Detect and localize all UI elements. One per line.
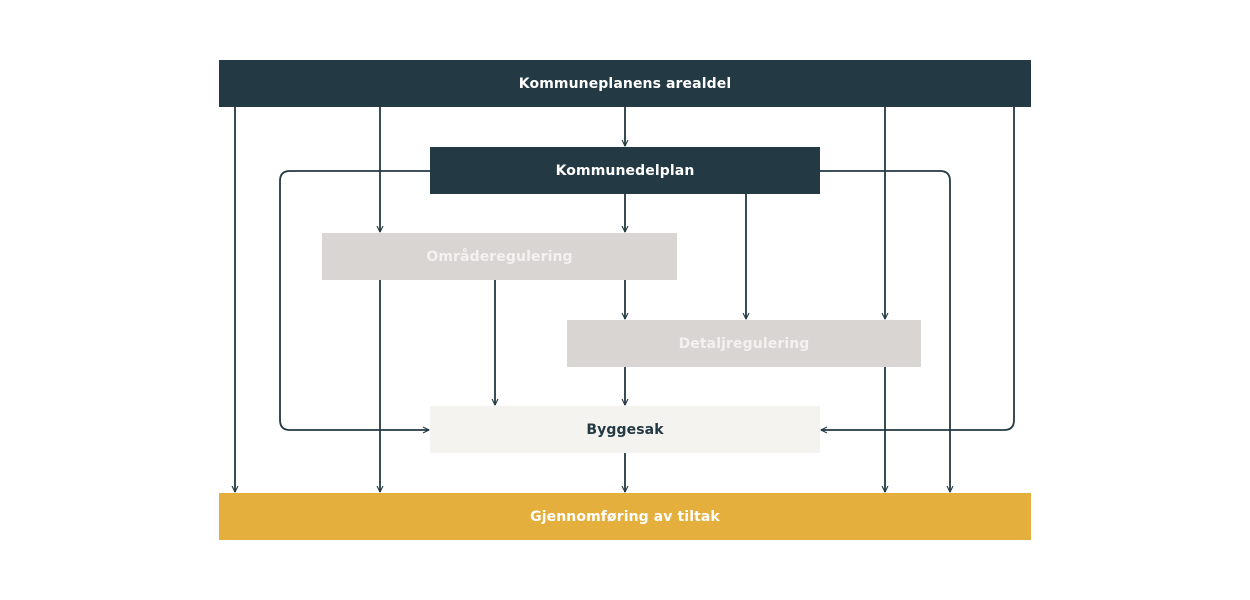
node-label: Områderegulering: [426, 248, 573, 265]
node-label: Byggesak: [586, 421, 664, 438]
node-label: Detaljregulering: [678, 335, 810, 352]
node-label: Kommunedelplan: [555, 162, 695, 179]
node-byggesak: Byggesak: [430, 406, 820, 453]
node-label: Kommuneplanens arealdel: [518, 75, 732, 92]
edge-kpa-to-byg: [820, 107, 1015, 434]
node-kommuneplanens-arealdel: Kommuneplanens arealdel: [219, 60, 1031, 107]
node-omraderegulering: Områderegulering: [322, 233, 677, 280]
node-detaljregulering: Detaljregulering: [567, 320, 921, 367]
edge-kdp-to-gjen: [820, 170, 954, 493]
node-label: Gjennomføring av tiltak: [530, 508, 720, 525]
node-gjennomforing-av-tiltak: Gjennomføring av tiltak: [219, 493, 1031, 540]
edge-kdp-to-byg: [279, 170, 430, 434]
node-kommunedelplan: Kommunedelplan: [430, 147, 820, 194]
